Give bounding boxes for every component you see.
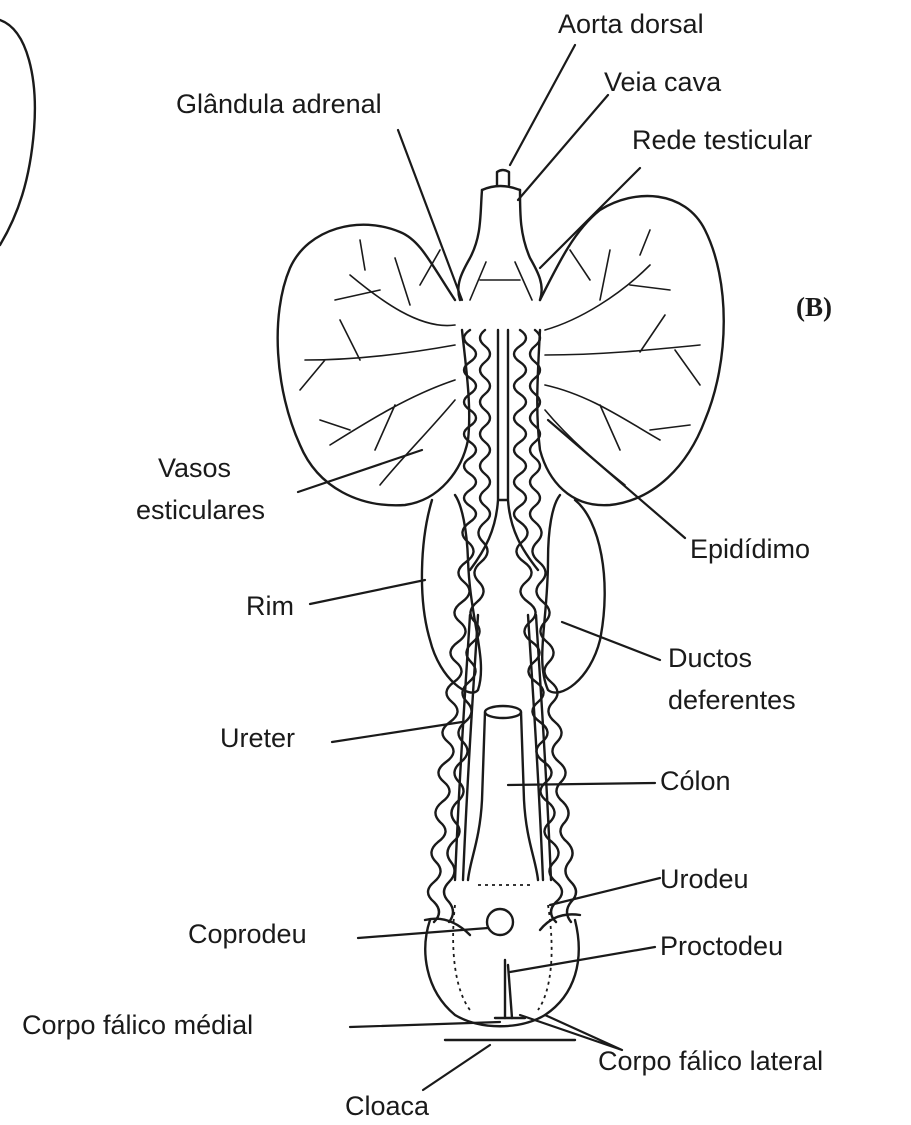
label-vasos: Vasos [158, 452, 231, 484]
cloaca-region [425, 885, 580, 1040]
label-aorta-dorsal: Aorta dorsal [558, 8, 704, 40]
panel-a-outline [0, 20, 35, 245]
label-epididimo: Epidídimo [690, 533, 810, 565]
label-cloaca: Cloaca [345, 1090, 429, 1122]
right-kidney [542, 495, 604, 693]
label-corpo-falico-medial: Corpo fálico médial [22, 1009, 253, 1041]
label-colon: Cólon [660, 765, 731, 797]
label-corpo-falico-lateral: Corpo fálico lateral [598, 1045, 823, 1077]
label-ureter: Ureter [220, 722, 295, 754]
label-ductos: Ductos [668, 642, 752, 674]
label-urodeu: Urodeu [660, 863, 749, 895]
label-glandula-adrenal: Glândula adrenal [176, 88, 382, 120]
label-proctodeu: Proctodeu [660, 930, 783, 962]
label-rede-testicular: Rede testicular [632, 124, 812, 156]
label-deferentes: deferentes [668, 684, 796, 716]
left-testis [278, 225, 470, 506]
panel-label: (B) [796, 292, 832, 323]
label-rim: Rim [246, 590, 294, 622]
label-veia-cava: Veia cava [604, 66, 721, 98]
label-esticulares: esticulares [136, 494, 265, 526]
label-coprodeu: Coprodeu [188, 918, 307, 950]
aorta-trunk [458, 170, 541, 300]
colon [468, 706, 538, 880]
